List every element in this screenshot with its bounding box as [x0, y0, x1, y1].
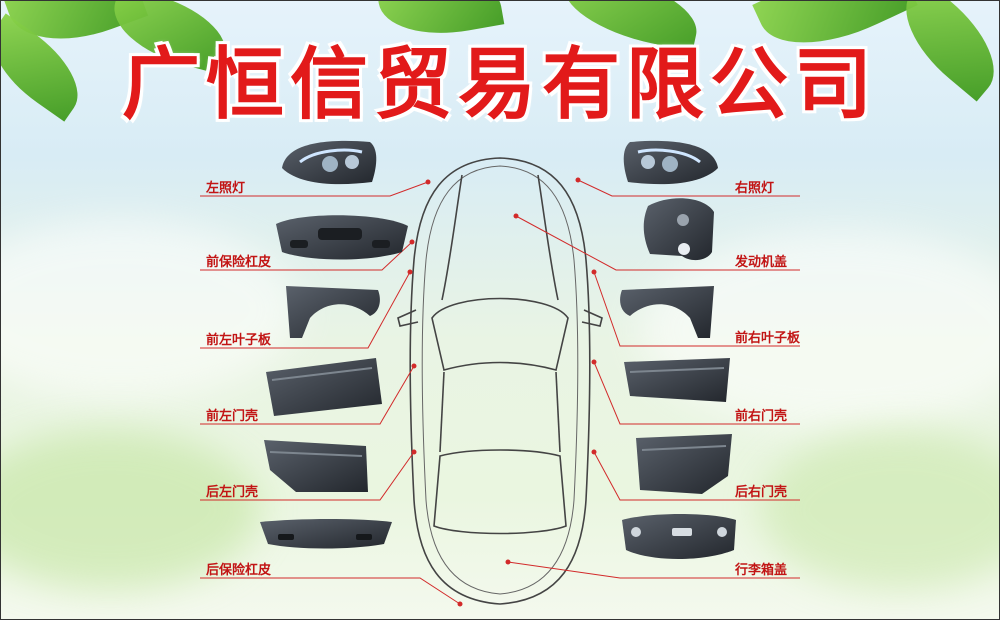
- leader-line-front-right-door: [593, 361, 800, 425]
- leader-line-rear-bumper: [200, 577, 461, 605]
- rear-left-door-image: [264, 440, 368, 492]
- background-glow: [0, 220, 300, 400]
- leader-line-front-left-fender: [200, 271, 411, 349]
- hood-image: [643, 198, 714, 261]
- front-right-door-image: [624, 358, 730, 402]
- anchor-dots: [407, 177, 597, 607]
- label-front-right-fender: 前右叶子板: [735, 331, 801, 346]
- background-grass: [760, 430, 1000, 590]
- leader-line-rear-right-door: [593, 451, 800, 501]
- leader-line-rear-left-door: [200, 451, 415, 501]
- front-right-fender-image: [620, 286, 714, 338]
- company-title: 广恒信贸易有限公司: [121, 40, 878, 130]
- front-left-fender-image: [286, 286, 380, 338]
- background-grass: [0, 430, 260, 590]
- car-outline: [397, 157, 603, 605]
- label-front-right-door: 前右门壳: [735, 409, 788, 424]
- rear-bumper-image: [260, 519, 392, 549]
- leader-line-front-right-fender: [593, 271, 800, 347]
- leader-line-left-headlight: [200, 181, 429, 197]
- label-front-bumper: 前保险杠皮: [206, 255, 272, 270]
- label-hood: 发动机盖: [735, 255, 788, 270]
- label-front-left-fender: 前左叶子板: [206, 333, 272, 348]
- label-rear-bumper: 后保险杠皮: [206, 563, 272, 578]
- label-right-headlight: 右照灯: [735, 181, 775, 196]
- label-left-headlight: 左照灯: [206, 181, 246, 196]
- front-bumper-image: [276, 215, 408, 260]
- label-rear-right-door: 后右门壳: [735, 485, 788, 500]
- right-headlight-image: [623, 140, 718, 185]
- left-headlight-image: [282, 140, 377, 185]
- front-left-door-image: [266, 358, 382, 416]
- leader-line-right-headlight: [577, 179, 800, 197]
- rear-right-door-image: [636, 434, 732, 494]
- leader-line-trunk-lid: [507, 561, 800, 579]
- label-rear-left-door: 后左门壳: [206, 485, 259, 500]
- leader-line-hood: [515, 215, 800, 271]
- label-front-left-door: 前左门壳: [206, 409, 259, 424]
- leader-lines: [200, 179, 800, 605]
- label-trunk-lid: 行李箱盖: [735, 563, 788, 578]
- trunk-lid-image: [622, 514, 736, 559]
- leader-line-front-left-door: [200, 365, 415, 425]
